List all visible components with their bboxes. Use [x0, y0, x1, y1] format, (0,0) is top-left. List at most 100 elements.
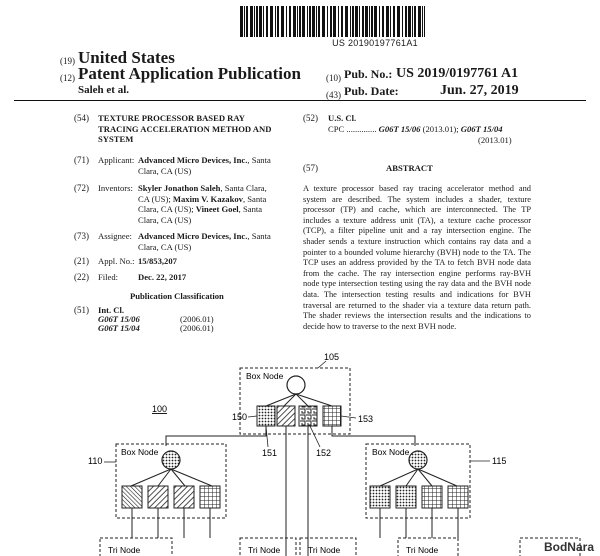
applicant-loc-2: Clara, CA (US): [138, 165, 192, 176]
inventor-1-loc: , Santa Clara,: [220, 183, 267, 193]
intcl-code: (51): [74, 305, 89, 315]
inventor-1-name: Skyler Jonathon Saleh: [138, 183, 221, 193]
barcode-bar: [312, 6, 315, 37]
barcode-bar: [286, 6, 287, 37]
title-line-3: SYSTEM: [98, 134, 134, 145]
appl-value: 15/853,207: [138, 256, 177, 266]
barcode-bar: [390, 6, 391, 37]
barcode-bar: [414, 6, 416, 37]
abstract-title: ABSTRACT: [386, 163, 433, 173]
inventors: Skyler Jonathon Saleh, Santa Clara, CA (…: [138, 183, 298, 225]
intcl-code-2: G06T 15/04: [98, 323, 140, 333]
barcode-bar: [277, 6, 279, 37]
title-line-2: TRACING ACCELERATION METHOD AND: [98, 123, 272, 134]
filed-value: Dec. 22, 2017: [138, 272, 187, 282]
barcode-bar: [345, 6, 348, 37]
assignee-name: Advanced Micro Devices, Inc.: [138, 231, 248, 241]
intcl-label: Int. Cl.: [98, 305, 125, 315]
cpc-label: CPC: [328, 124, 345, 134]
uscl-label: U.S. Cl.: [328, 113, 357, 123]
barcode-bar: [250, 6, 253, 37]
cpc-code-1: G06T 15/06: [378, 124, 421, 134]
cpc-year-2: (2013.01): [478, 135, 512, 145]
cpc-code-2: G06T 15/04: [460, 124, 503, 134]
barcode-bar: [275, 6, 276, 37]
right-box-node-frame: [365, 443, 471, 519]
barcode-bar: [362, 6, 364, 37]
right-node-circle: [408, 450, 428, 470]
pubno-label: Pub. No.:: [344, 67, 393, 81]
barcode-bar: [374, 6, 377, 37]
pubno-value: US 2019/0197761 A1: [396, 66, 519, 81]
barcode-bar: [309, 6, 311, 37]
abstract-text: A texture processor based ray tracing ac…: [303, 184, 531, 331]
tri-node-3-label: Tri Node: [308, 545, 341, 555]
top-child-3: [298, 405, 318, 427]
left-box-node-frame: [115, 443, 227, 519]
ref-105: 105: [324, 352, 339, 362]
cpc-year-1: (2013.01);: [422, 124, 459, 134]
filed-code: (22): [74, 272, 89, 282]
intcl-year-1: (2006.01): [180, 314, 214, 324]
inventors-code: (72): [74, 183, 89, 193]
filed-label: Filed:: [98, 272, 119, 282]
barcode-bar: [424, 6, 425, 37]
barcode-bar: [369, 6, 370, 37]
right-child-4: [447, 485, 469, 509]
top-child-4: [322, 405, 342, 427]
barcode-bar: [270, 6, 273, 37]
cpc-line: CPC .............. G06T 15/06 (2013.01);…: [328, 124, 518, 135]
barcode-bar: [302, 6, 305, 37]
barcode-bar: [418, 6, 421, 37]
barcode-bar: [259, 6, 262, 37]
top-child-2: [276, 405, 296, 427]
barcode: [240, 6, 425, 37]
invention-title: TEXTURE PROCESSOR BASED RAY TRACING ACCE…: [98, 113, 288, 145]
left-child-3: [173, 485, 195, 509]
right-child-3: [421, 485, 443, 509]
barcode-number: US 20190197761A1: [332, 38, 418, 48]
top-child-1: [256, 405, 276, 427]
barcode-bar: [341, 6, 343, 37]
barcode-bar: [382, 6, 384, 37]
barcode-bar: [365, 6, 368, 37]
barcode-bar: [318, 6, 320, 37]
assignee-code: (73): [74, 231, 89, 241]
barcode-bar: [281, 6, 284, 37]
cpc-dots: ..............: [346, 124, 377, 134]
applicant-code: (71): [74, 155, 89, 165]
pubdate-value: Jun. 27, 2019: [440, 83, 519, 98]
tri-node-1-label: Tri Node: [108, 545, 141, 555]
barcode-bar: [333, 6, 336, 37]
abstract-code: (57): [303, 163, 318, 173]
ref-153: 153: [358, 414, 373, 424]
link-right: [331, 426, 416, 446]
applicant-name: Advanced Micro Devices, Inc.: [138, 155, 248, 165]
left-box-node-label: Box Node: [121, 447, 159, 457]
bvh-figure: 105 Box Node 150 153 151 152 100 110 Box…: [88, 352, 581, 556]
ref-151: 151: [262, 448, 277, 458]
ref-152: 152: [316, 448, 331, 458]
intcl-year-2: (2006.01): [180, 323, 214, 333]
barcode-bar: [352, 6, 354, 37]
tri-node-2: [239, 537, 297, 556]
country-code: (19): [60, 56, 75, 66]
assignee-loc: , Santa: [247, 231, 271, 241]
inventor-2-name: Maxim V. Kazakov: [172, 193, 243, 204]
left-child-4: [199, 485, 221, 509]
barcode-bar: [386, 6, 389, 37]
ref-115: 115: [492, 456, 506, 466]
applicant-label: Applicant:: [98, 155, 135, 165]
applicant: Advanced Micro Devices, Inc., Santa Clar…: [138, 155, 298, 176]
type-code: (12): [60, 73, 75, 83]
applicant-loc: , Santa: [247, 155, 271, 165]
ref-110: 110: [88, 456, 102, 466]
barcode-bar: [307, 6, 308, 37]
barcode-bar: [397, 6, 400, 37]
left-node-circle: [161, 450, 181, 470]
barcode-bar: [379, 6, 380, 37]
barcode-bar: [256, 6, 258, 37]
title-code: (54): [74, 113, 89, 123]
intcl-code-1: G06T 15/06: [98, 314, 140, 324]
top-node-circle: [286, 375, 306, 395]
